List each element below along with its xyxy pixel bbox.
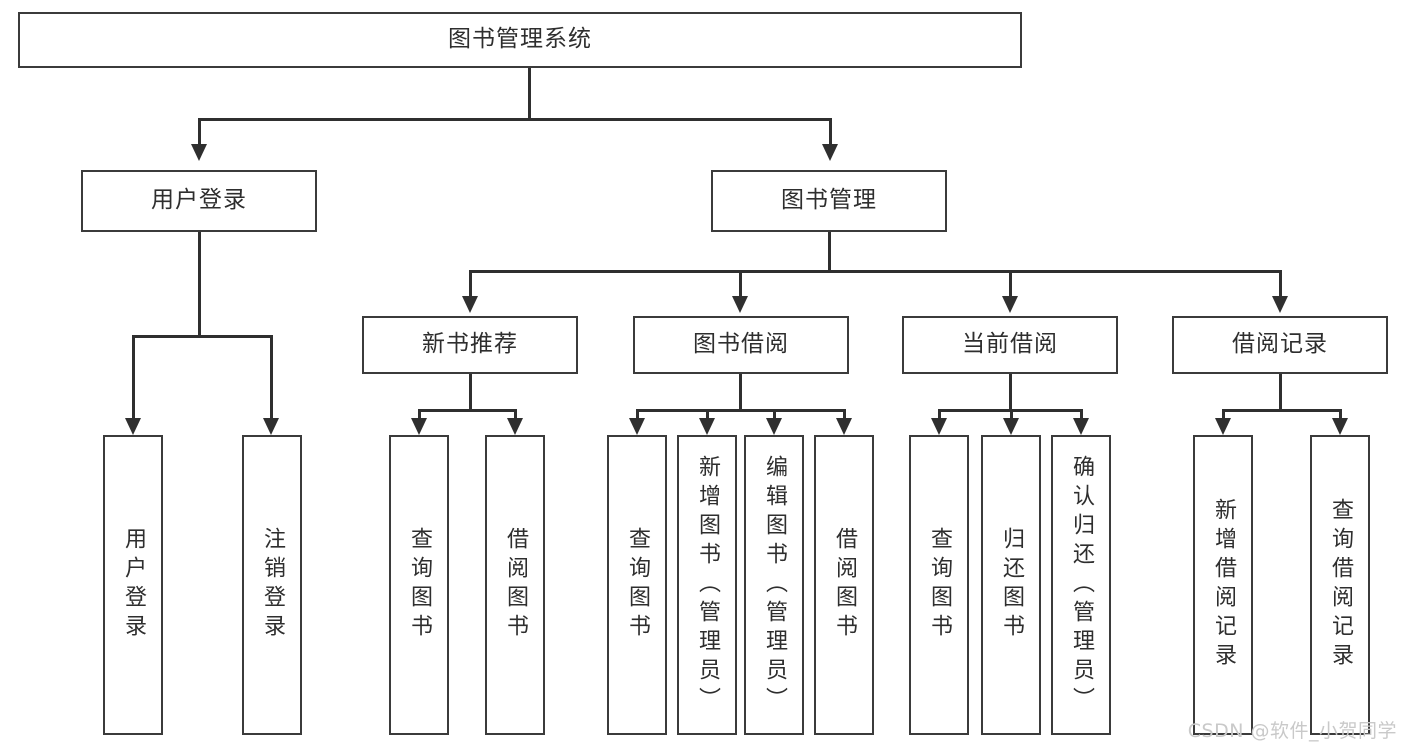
connector-root-bus [198, 118, 832, 121]
arrowhead-leaf-add-book [699, 418, 715, 435]
connector-drop-leaf-query-book-1 [418, 409, 421, 419]
node-leaf-edit-book-label: 编辑图书（管理员） [762, 454, 787, 716]
node-leaf-query-book-3[interactable]: 查询图书 [909, 435, 969, 735]
arrowhead-leaf-query-book-1 [411, 418, 427, 435]
arrowhead-leaf-query-book-3 [931, 418, 947, 435]
node-leaf-query-record-label: 查询借阅记录 [1328, 498, 1353, 672]
arrowhead-book-borrow [732, 296, 748, 313]
arrowhead-leaf-query-record [1332, 418, 1348, 435]
node-leaf-add-record[interactable]: 新增借阅记录 [1193, 435, 1253, 735]
connector-drop-leaf-query-record [1339, 409, 1342, 419]
node-borrow-record[interactable]: 借阅记录 [1172, 316, 1388, 374]
connector-drop-leaf-confirm-return [1080, 409, 1083, 419]
arrowhead-leaf-borrow-book-1 [507, 418, 523, 435]
node-leaf-borrow-book-2-label: 借阅图书 [832, 527, 857, 643]
node-leaf-borrow-book-1-label: 借阅图书 [503, 527, 528, 643]
node-leaf-confirm-return[interactable]: 确认归还（管理员） [1051, 435, 1111, 735]
node-leaf-edit-book[interactable]: 编辑图书（管理员） [744, 435, 804, 735]
node-book-borrow-label: 图书借阅 [693, 331, 789, 358]
connector-drop-leaf-borrow-book-1 [514, 409, 517, 419]
arrowhead-leaf-logout-login [263, 418, 279, 435]
node-leaf-query-book-1[interactable]: 查询图书 [389, 435, 449, 735]
arrowhead-leaf-return-book [1003, 418, 1019, 435]
node-leaf-query-book-3-label: 查询图书 [927, 527, 952, 643]
connector-book-management-stem [828, 232, 831, 270]
arrowhead-leaf-user-login [125, 418, 141, 435]
connector-book-borrow-stem [739, 374, 742, 409]
node-new-book-recommend[interactable]: 新书推荐 [362, 316, 578, 374]
node-book-management-label: 图书管理 [781, 187, 877, 214]
node-leaf-return-book[interactable]: 归还图书 [981, 435, 1041, 735]
node-book-borrow[interactable]: 图书借阅 [633, 316, 849, 374]
node-leaf-add-book[interactable]: 新增图书（管理员） [677, 435, 737, 735]
connector-book-borrow-bus [636, 409, 844, 412]
arrowhead-leaf-borrow-book-2 [836, 418, 852, 435]
node-leaf-add-record-label: 新增借阅记录 [1211, 498, 1236, 672]
node-leaf-confirm-return-label: 确认归还（管理员） [1069, 454, 1094, 716]
connector-current-borrow-bus [938, 409, 1081, 412]
connector-book-management-bus [469, 270, 1281, 273]
node-leaf-query-book-2[interactable]: 查询图书 [607, 435, 667, 735]
connector-drop-leaf-logout-login [270, 335, 273, 418]
node-current-borrow-label: 当前借阅 [962, 331, 1058, 358]
node-leaf-query-book-1-label: 查询图书 [407, 527, 432, 643]
connector-drop-leaf-borrow-book-2 [843, 409, 846, 419]
connector-drop-borrow-record [1279, 270, 1282, 296]
connector-new-book-recommend-bus [418, 409, 516, 412]
connector-drop-leaf-add-record [1222, 409, 1225, 419]
node-user-login[interactable]: 用户登录 [81, 170, 317, 232]
node-new-book-recommend-label: 新书推荐 [422, 331, 518, 358]
watermark-text: CSDN @软件_小贺同学 [1187, 720, 1397, 742]
connector-drop-leaf-query-book-3 [938, 409, 941, 419]
connector-drop-current-borrow [1009, 270, 1012, 296]
connector-borrow-record-bus [1222, 409, 1341, 412]
arrowhead-leaf-add-record [1215, 418, 1231, 435]
connector-root-stem [528, 68, 531, 118]
connector-drop-leaf-add-book [706, 409, 709, 419]
arrowhead-leaf-query-book-2 [629, 418, 645, 435]
node-current-borrow[interactable]: 当前借阅 [902, 316, 1118, 374]
node-leaf-query-book-2-label: 查询图书 [625, 527, 650, 643]
node-root[interactable]: 图书管理系统 [18, 12, 1022, 68]
connector-drop-leaf-query-book-2 [636, 409, 639, 419]
node-leaf-user-login-label: 用户登录 [121, 527, 146, 643]
connector-drop-new-book-recommend [469, 270, 472, 296]
node-leaf-return-book-label: 归还图书 [999, 527, 1024, 643]
connector-drop-book-management [829, 118, 832, 144]
node-leaf-borrow-book-1[interactable]: 借阅图书 [485, 435, 545, 735]
node-leaf-borrow-book-2[interactable]: 借阅图书 [814, 435, 874, 735]
connector-drop-leaf-return-book [1010, 409, 1013, 419]
connector-drop-leaf-edit-book [773, 409, 776, 419]
connector-current-borrow-stem [1009, 374, 1012, 409]
arrowhead-current-borrow [1002, 296, 1018, 313]
connector-borrow-record-stem [1279, 374, 1282, 409]
node-user-login-label: 用户登录 [151, 187, 247, 214]
connector-drop-book-borrow [739, 270, 742, 296]
arrowhead-user-login [191, 144, 207, 161]
node-leaf-add-book-label: 新增图书（管理员） [695, 454, 720, 716]
arrowhead-leaf-edit-book [766, 418, 782, 435]
node-book-management[interactable]: 图书管理 [711, 170, 947, 232]
arrowhead-leaf-confirm-return [1073, 418, 1089, 435]
node-leaf-query-record[interactable]: 查询借阅记录 [1310, 435, 1370, 735]
connector-new-book-recommend-stem [469, 374, 472, 409]
arrowhead-borrow-record [1272, 296, 1288, 313]
connector-user-login-bus [132, 335, 272, 338]
arrowhead-book-management [822, 144, 838, 161]
node-root-label: 图书管理系统 [448, 26, 592, 53]
connector-drop-leaf-user-login [132, 335, 135, 418]
connector-user-login-stem [198, 232, 201, 335]
node-leaf-logout-login[interactable]: 注销登录 [242, 435, 302, 735]
node-leaf-user-login[interactable]: 用户登录 [103, 435, 163, 735]
node-leaf-logout-login-label: 注销登录 [260, 527, 285, 643]
node-borrow-record-label: 借阅记录 [1232, 331, 1328, 358]
connector-drop-user-login [198, 118, 201, 144]
arrowhead-new-book-recommend [462, 296, 478, 313]
